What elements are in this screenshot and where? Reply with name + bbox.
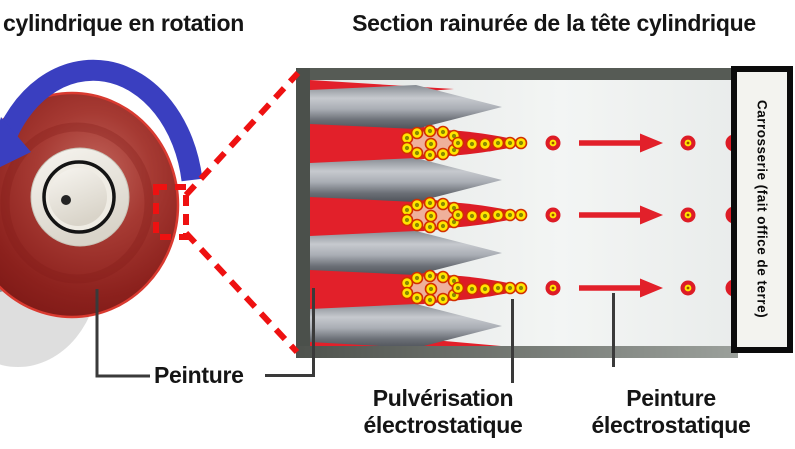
electrostatic-paint-label: Peinture électrostatique [591, 385, 751, 438]
rotating-bell-figure [0, 59, 301, 378]
charged-paint-pointer-line [612, 293, 615, 367]
rotation-arrow-icon [0, 59, 203, 182]
panel-border-bottom [296, 346, 738, 358]
paint-label: Peinture [154, 362, 244, 388]
paint-pointer-line-left [95, 289, 150, 378]
cylinder-teeth [310, 85, 502, 348]
hub-center-dot [61, 195, 71, 205]
title-rotating-cylinder: cylindrique en rotation [3, 10, 245, 36]
hub-inner-disc [49, 168, 107, 226]
car-body-label: Carrosserie (fait office de terre) [754, 100, 770, 319]
grooved-section-panel [296, 68, 738, 358]
spray-pointer-line [511, 299, 514, 383]
zoom-callout-icon [153, 70, 301, 355]
bell-inner-shade [0, 122, 154, 284]
car-body-panel: Carrosserie (fait office de terre) [731, 66, 793, 353]
title-grooved-section: Section rainurée de la tête cylindrique [352, 10, 756, 36]
panel-border-top [296, 68, 738, 80]
panel-border-left [296, 68, 310, 358]
paint-pointer-line-right-horizontal [265, 374, 315, 377]
electrostatic-spray-label: Pulvérisation électrostatique [363, 385, 523, 438]
paint-pointer-line-right-vertical [312, 288, 315, 377]
